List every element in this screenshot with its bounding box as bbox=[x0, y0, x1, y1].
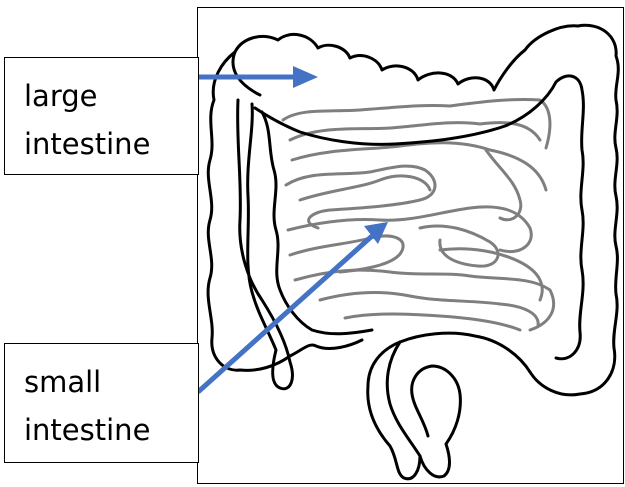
large-intestine-label-line1: large bbox=[24, 72, 198, 120]
small-intestine-label: small intestine bbox=[4, 343, 199, 463]
large-intestine-label-line2: intestine bbox=[24, 120, 198, 168]
large-intestine-label: large intestine bbox=[4, 57, 199, 175]
small-intestine-label-line2: intestine bbox=[24, 406, 198, 454]
small-intestine-drawing bbox=[283, 99, 554, 330]
small-intestine-arrow bbox=[198, 222, 388, 392]
small-intestine-label-line1: small bbox=[24, 358, 198, 406]
large-intestine-drawing bbox=[208, 25, 618, 478]
